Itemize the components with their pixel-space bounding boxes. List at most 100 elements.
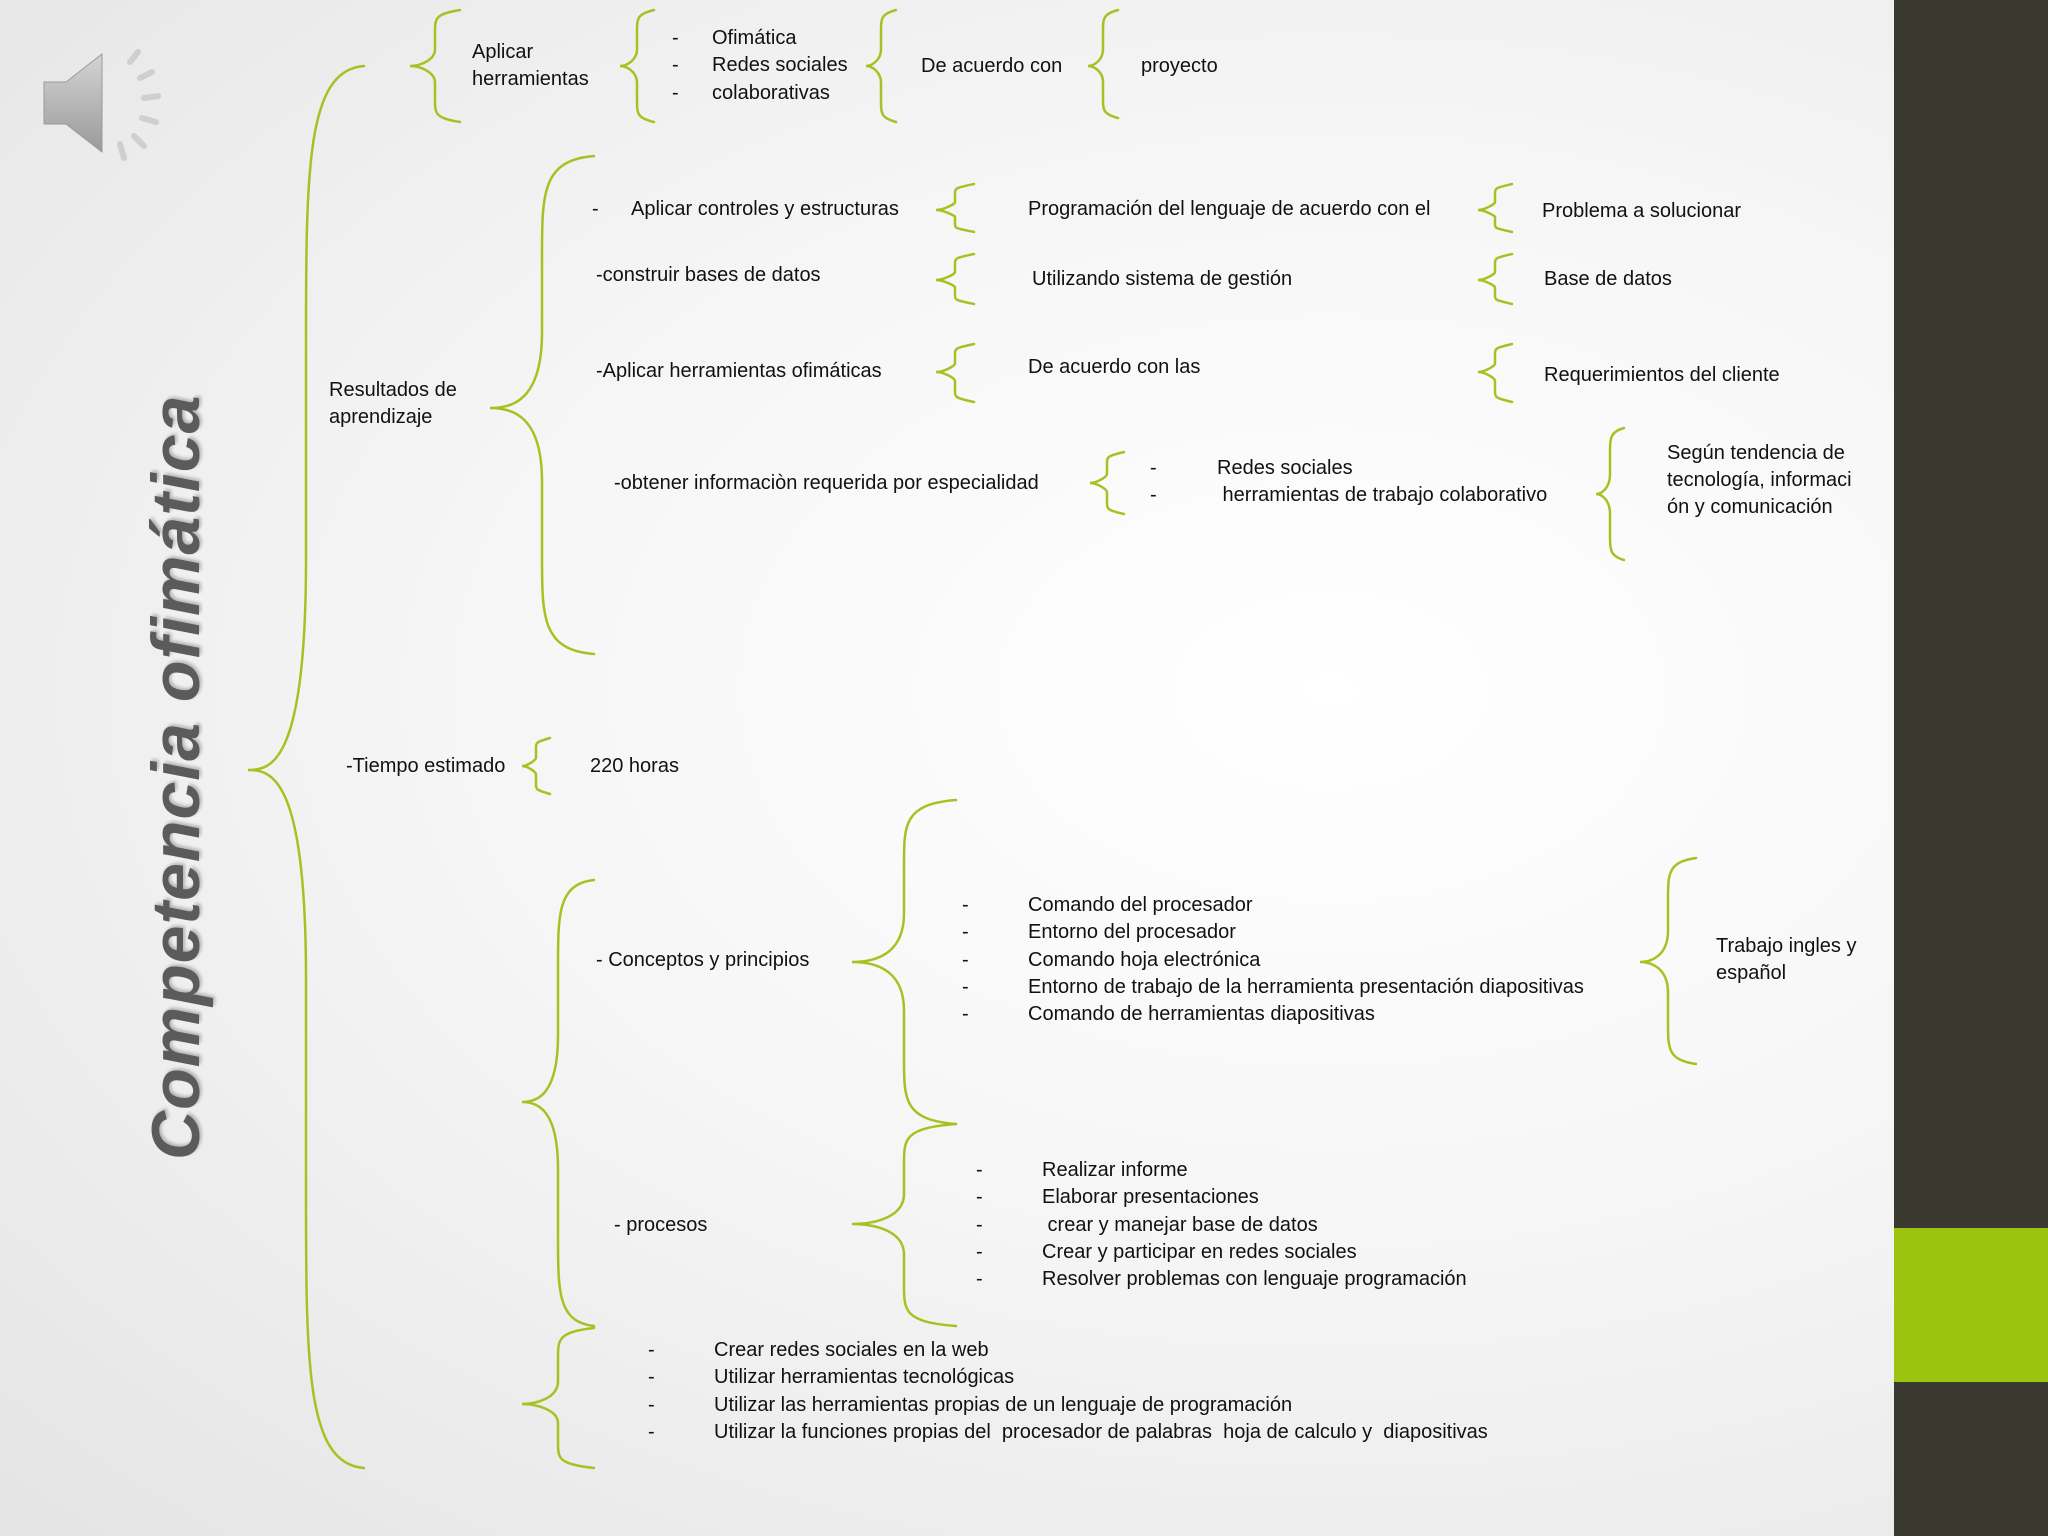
dash-bullet: - [648, 1339, 655, 1361]
node-trabajo: Trabajo ingles y español [1716, 935, 1857, 984]
dash-bullet: - [648, 1366, 655, 1389]
list-item: - Utilizar las herramientas propias de un… [648, 1392, 1488, 1419]
procesos-list: - Realizar informe - Elaborar presentacione… [976, 1157, 1467, 1293]
node-tiempo: -Tiempo estimado [346, 755, 506, 777]
curly-bracket [1477, 252, 1514, 306]
list-item: - Elaborar presentaciones [976, 1184, 1467, 1211]
list-item-text: Redes sociales [712, 54, 848, 77]
list-item: - herramientas de trabajo colaborativo [1150, 482, 1547, 509]
node-horas: 220 horas [590, 755, 679, 777]
list-item-text: Entorno de trabajo de la herramienta pre… [1028, 975, 1584, 998]
list-item-text: Comando del procesador [1028, 894, 1253, 916]
list-item-text: Utilizar la funciones propias del proces… [714, 1420, 1488, 1443]
dash-bullet: - [648, 1420, 655, 1443]
dash-bullet: - [962, 921, 969, 944]
curly-bracket [409, 8, 462, 124]
curly-bracket [521, 1326, 596, 1470]
node-r2: -construir bases de datos [596, 264, 821, 286]
curly-bracket [521, 736, 552, 796]
dash-bullet: - [976, 1240, 983, 1263]
curly-bracket [851, 1122, 958, 1328]
list-item: -colaborativas [672, 80, 848, 107]
list-item-text: Elaborar presentaciones [1042, 1186, 1259, 1209]
dash-bullet: - [976, 1186, 983, 1209]
list-item-text: Resolver problemas con lenguaje programa… [1042, 1268, 1467, 1291]
curly-bracket [1087, 8, 1120, 120]
list-item-text: Comando de herramientas diapositivas [1028, 1003, 1375, 1026]
list-item: - Entorno del procesador [962, 919, 1584, 946]
node-r1: Aplicar controles y estructuras [631, 198, 899, 220]
dash-bullet: - [672, 27, 679, 49]
tools-list: - Ofimática - Redes sociales -colaborativas [672, 25, 848, 107]
node-r1-end: Problema a solucionar [1542, 200, 1741, 222]
curly-bracket [935, 252, 976, 306]
list-item: - Crear y participar en redes sociales [976, 1239, 1467, 1266]
curly-bracket [1477, 342, 1514, 404]
dash-bullet: - [976, 1159, 983, 1181]
curly-bracket [1089, 450, 1126, 516]
list-item: - Ofimática [672, 25, 848, 52]
curly-bracket [865, 8, 898, 124]
list-item: - Utilizar la funciones propias del proce… [648, 1419, 1488, 1446]
curly-bracket [1477, 182, 1514, 234]
sidebar-accent-block [1894, 1228, 2048, 1382]
list-item: - Realizar informe [976, 1157, 1467, 1184]
list-item-text: Realizar informe [1042, 1159, 1188, 1181]
list-item: - crear y manejar base de datos [976, 1212, 1467, 1239]
node-procesos: - procesos [614, 1214, 708, 1236]
list-item: - Redes sociales [672, 52, 848, 79]
list-item-text: herramientas de trabajo colaborativo [1217, 484, 1548, 507]
conceptos-list: - Comando del procesador - Entorno del proc… [962, 892, 1584, 1028]
dash-bullet: - [1150, 457, 1157, 479]
r4-list: - Redes sociales - herramientas de trabajo… [1150, 455, 1547, 510]
dash-bullet: - [962, 975, 969, 998]
node-conceptos: - Conceptos y principios [596, 949, 810, 971]
dash-bullet: - [962, 948, 969, 971]
list-item-text: Comando hoja electrónica [1028, 948, 1261, 971]
list-item-text: Utilizar herramientas tecnológicas [714, 1366, 1015, 1389]
node-r2-mid: Utilizando sistema de gestión [1032, 268, 1293, 290]
node-r3-mid: De acuerdo con las [1028, 356, 1201, 378]
list-item-text: Crear redes sociales en la web [714, 1339, 989, 1361]
dash-bullet: - [1150, 484, 1157, 507]
list-item: -Comando de herramientas diapositivas [962, 1001, 1584, 1028]
node-r3-end: Requerimientos del cliente [1544, 364, 1780, 386]
list-item: - Comando hoja electrónica [962, 947, 1584, 974]
dash-bullet: - [648, 1393, 655, 1416]
list-item: - Resolver problemas con lenguaje program… [976, 1266, 1467, 1293]
node-r1-mid: Programación del lenguaje de acuerdo con… [1028, 198, 1431, 220]
node-de-acuerdo-con: De acuerdo con [921, 55, 1063, 77]
dash-bullet: - [962, 894, 969, 916]
curly-bracket [489, 154, 596, 656]
node-r4-end: Según tendencia de tecnología, informaci… [1667, 442, 1852, 518]
list-item-text: crear y manejar base de datos [1042, 1213, 1318, 1236]
curly-bracket [619, 8, 656, 124]
curly-bracket [935, 342, 976, 404]
node-r3: -Aplicar herramientas ofimáticas [596, 360, 882, 382]
curly-bracket [1595, 426, 1626, 562]
list-item-text: Crear y participar en redes sociales [1042, 1240, 1357, 1263]
dash-bullet: - [976, 1268, 983, 1291]
node-aplicar-herramientas: Aplicar herramientas [472, 41, 589, 90]
list-item-text: Entorno del procesador [1028, 921, 1236, 944]
node-r1-dash: - [592, 198, 599, 220]
dash-bullet: - [672, 81, 679, 104]
dash-bullet: - [672, 54, 679, 77]
list-item: - Redes sociales [1150, 455, 1547, 482]
node-r4: -obtener informaciòn requerida por espec… [614, 472, 1039, 494]
list-item-text: Ofimática [712, 27, 797, 49]
list-item: - Entorno de trabajo de la herramienta pr… [962, 974, 1584, 1001]
curly-bracket [851, 798, 958, 1126]
list-item: - Crear redes sociales en la web [648, 1337, 1488, 1364]
node-proyecto: proyecto [1141, 55, 1218, 77]
curly-bracket [1639, 856, 1698, 1066]
node-resultados: Resultados de aprendizaje [329, 379, 457, 428]
list-item: - Utilizar herramientas tecnológicas [648, 1364, 1488, 1391]
speaker-icon[interactable] [40, 40, 180, 170]
list-item-text: Utilizar las herramientas propias de un … [714, 1393, 1293, 1416]
list-item-text: Redes sociales [1217, 457, 1353, 479]
curly-bracket [521, 878, 596, 1328]
list-item: - Comando del procesador [962, 892, 1584, 919]
